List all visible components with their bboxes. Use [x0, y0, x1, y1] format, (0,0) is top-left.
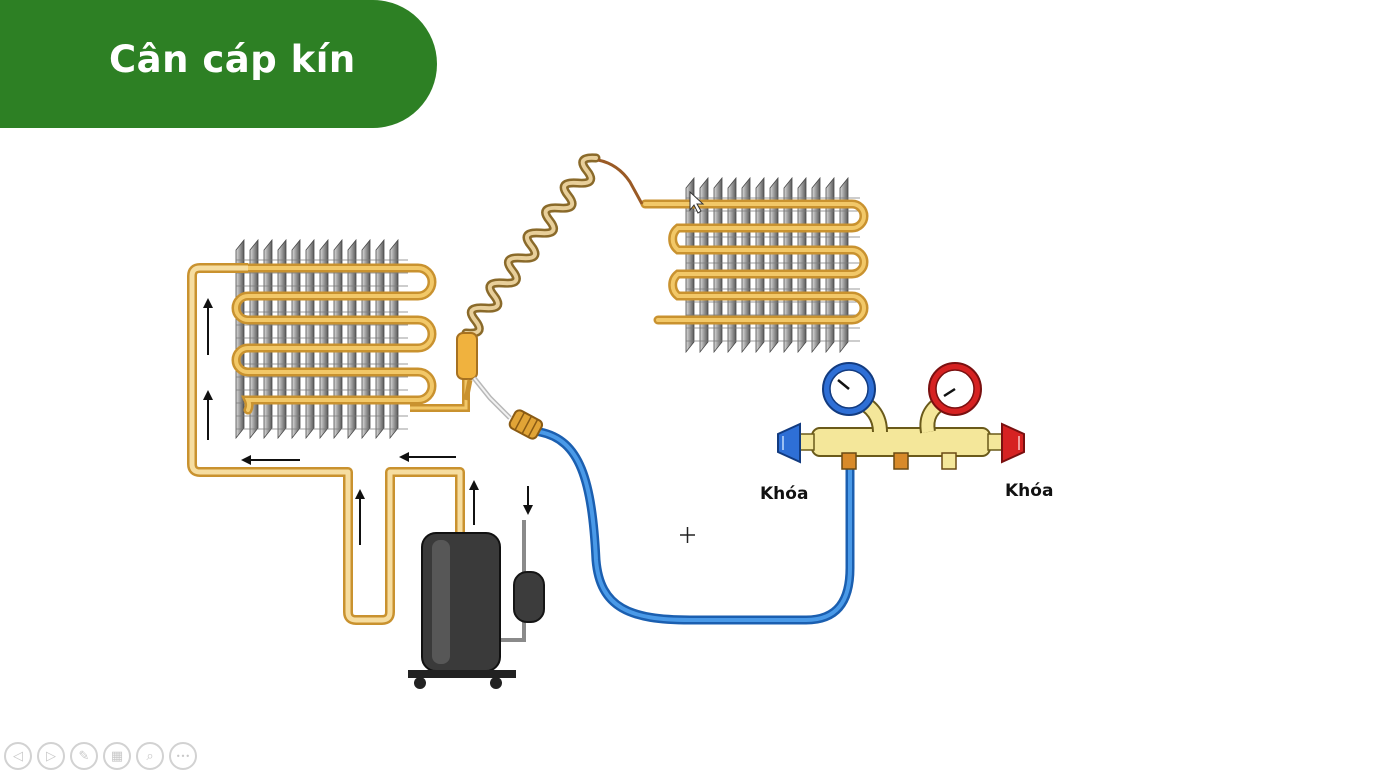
manifold-gauge: Khóa Khóa [760, 362, 1053, 504]
zoom-icon[interactable]: ⌕ [136, 742, 164, 770]
slide-controls: ◁▷✎▦⌕••• [4, 742, 197, 774]
high-pressure-gauge [928, 362, 982, 416]
charging-hose [508, 409, 855, 625]
pen-icon[interactable]: ✎ [70, 742, 98, 770]
title-banner: Cân cáp kín [0, 0, 437, 128]
low-side-valve-knob [777, 422, 815, 464]
filter-drier [456, 332, 512, 420]
crosshair-cursor-icon [680, 527, 695, 543]
mouse-pointer-icon [689, 190, 705, 214]
low-pressure-gauge [822, 362, 876, 416]
left-valve-label: Khóa [760, 484, 808, 504]
capillary-tube [461, 153, 644, 338]
next-icon[interactable]: ▷ [37, 742, 65, 770]
evaporator [640, 176, 869, 354]
slides-icon[interactable]: ▦ [103, 742, 131, 770]
slide-title: Cân cáp kín [109, 38, 356, 81]
discharge-tubing [187, 263, 470, 625]
previous-icon[interactable]: ◁ [4, 742, 32, 770]
high-port [941, 452, 957, 470]
low-port [841, 452, 857, 470]
right-valve-label: Khóa [1005, 481, 1053, 501]
high-side-valve-knob [987, 422, 1025, 464]
more-icon[interactable]: ••• [169, 742, 197, 770]
center-port [893, 452, 909, 470]
accumulator [513, 571, 545, 623]
fin [235, 238, 245, 440]
condenser [231, 238, 437, 440]
flow-arrows [203, 298, 533, 545]
compressor [408, 520, 545, 689]
hose-connector [508, 409, 544, 440]
